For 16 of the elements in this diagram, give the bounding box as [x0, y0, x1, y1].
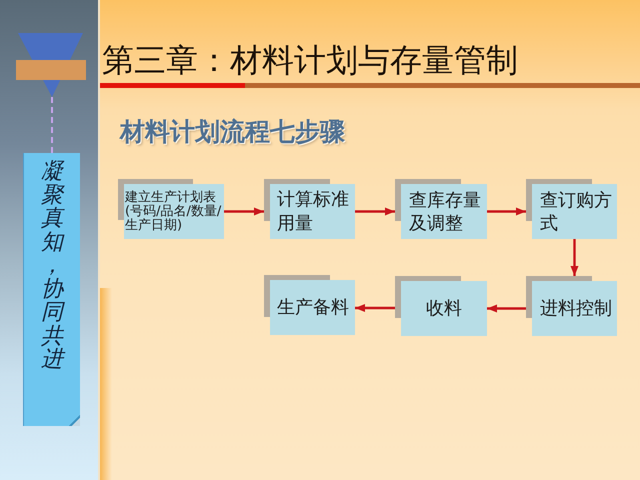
process-box: 计算标准用量 — [264, 179, 355, 239]
arrow — [355, 304, 395, 312]
process-box: 查订购方式 — [526, 179, 617, 239]
arrow — [487, 304, 526, 312]
arrow — [487, 208, 526, 216]
process-box: 建立生产计划表(号码/品名/数量/生产日期) — [118, 179, 224, 239]
arrow — [570, 239, 578, 276]
banner-box: 凝聚真知，协同共进 — [23, 153, 80, 426]
process-box: 查库存量及调整 — [395, 179, 487, 239]
arrow — [224, 208, 264, 216]
process-box: 收料 — [395, 276, 487, 336]
arrow — [355, 208, 395, 216]
subtitle: 材料计划流程七步骤 — [120, 116, 345, 148]
process-box: 生产备料 — [264, 275, 355, 335]
process-box: 进料控制 — [526, 276, 617, 336]
slide-title: 第三章：材料计划与存量管制 — [102, 40, 518, 80]
